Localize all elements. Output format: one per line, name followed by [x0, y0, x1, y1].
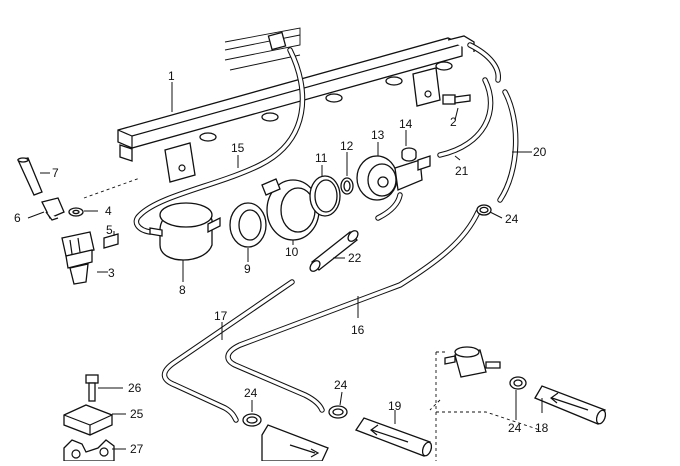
callout-9: 9 — [244, 262, 251, 276]
callout-22: 22 — [348, 251, 362, 265]
fuel-filter-8 — [149, 202, 221, 261]
o-ring-4 — [68, 207, 84, 217]
callout-24-right: 24 — [508, 421, 522, 435]
bracket-25 — [63, 404, 113, 436]
pressure-regulator-13 — [356, 155, 431, 221]
callout-10: 10 — [285, 245, 299, 259]
fuel-line-17 — [161, 279, 295, 423]
callout-labels: 1 2 3 4 5 6 7 8 9 10 11 12 13 14 15 16 1… — [14, 69, 549, 456]
callout-24-left: 24 — [244, 386, 258, 400]
nut-14 — [401, 147, 417, 162]
callout-15: 15 — [231, 141, 245, 155]
fuel-hose-20 — [467, 42, 519, 203]
sealing-ring-9 — [229, 202, 267, 248]
callout-17: 17 — [214, 309, 228, 323]
clamp-10 — [261, 178, 320, 241]
callout-25: 25 — [130, 407, 144, 421]
callout-11: 11 — [315, 151, 328, 165]
bolt-2 — [442, 94, 471, 105]
hose-18 — [534, 385, 607, 425]
callout-7: 7 — [52, 166, 59, 180]
callout-14: 14 — [399, 117, 413, 131]
callout-19: 19 — [388, 399, 402, 413]
hose-22 — [309, 230, 359, 272]
bolt-26 — [85, 374, 99, 402]
hose-clamp-24-right — [509, 376, 527, 390]
callout-27: 27 — [130, 442, 144, 456]
callout-5: 5 — [106, 223, 113, 237]
callout-24-upper: 24 — [505, 212, 519, 226]
hose-23 — [261, 424, 329, 462]
callout-26: 26 — [128, 381, 142, 395]
callout-16: 16 — [351, 323, 365, 337]
hose-clamp-24-left — [242, 413, 262, 427]
clip-5 — [103, 233, 119, 249]
o-ring-11 — [309, 175, 341, 217]
injector-cap-7 — [17, 157, 43, 196]
callout-8: 8 — [179, 283, 186, 297]
callout-6: 6 — [14, 211, 21, 225]
hose-clamp-24-upper — [476, 204, 492, 216]
fuel-hose-15 — [133, 47, 306, 235]
callout-1: 1 — [168, 69, 175, 83]
callout-13: 13 — [371, 128, 385, 142]
dashed-bracket — [429, 351, 541, 461]
fuel-line-16 — [225, 209, 481, 413]
callout-24-mid: 24 — [334, 378, 348, 392]
fuel-hose-21 — [437, 77, 494, 158]
o-ring-12 — [340, 177, 354, 195]
callout-3: 3 — [108, 266, 115, 280]
fuel-rail — [117, 31, 475, 183]
callout-12: 12 — [340, 139, 354, 153]
callout-20: 20 — [533, 145, 547, 159]
leader-lines — [27, 82, 543, 450]
hose-clamp-24-mid — [328, 405, 348, 419]
hose-19 — [355, 417, 433, 457]
inline-fuel-filter — [444, 346, 501, 378]
callout-4: 4 — [105, 204, 112, 218]
engine-block-outline — [224, 27, 301, 71]
injector-connector-6 — [41, 197, 65, 221]
callout-21: 21 — [455, 164, 469, 178]
callout-2: 2 — [450, 115, 457, 129]
clamp-27 — [63, 439, 115, 462]
callout-18: 18 — [535, 421, 549, 435]
fuel-injector-3 — [61, 231, 95, 285]
